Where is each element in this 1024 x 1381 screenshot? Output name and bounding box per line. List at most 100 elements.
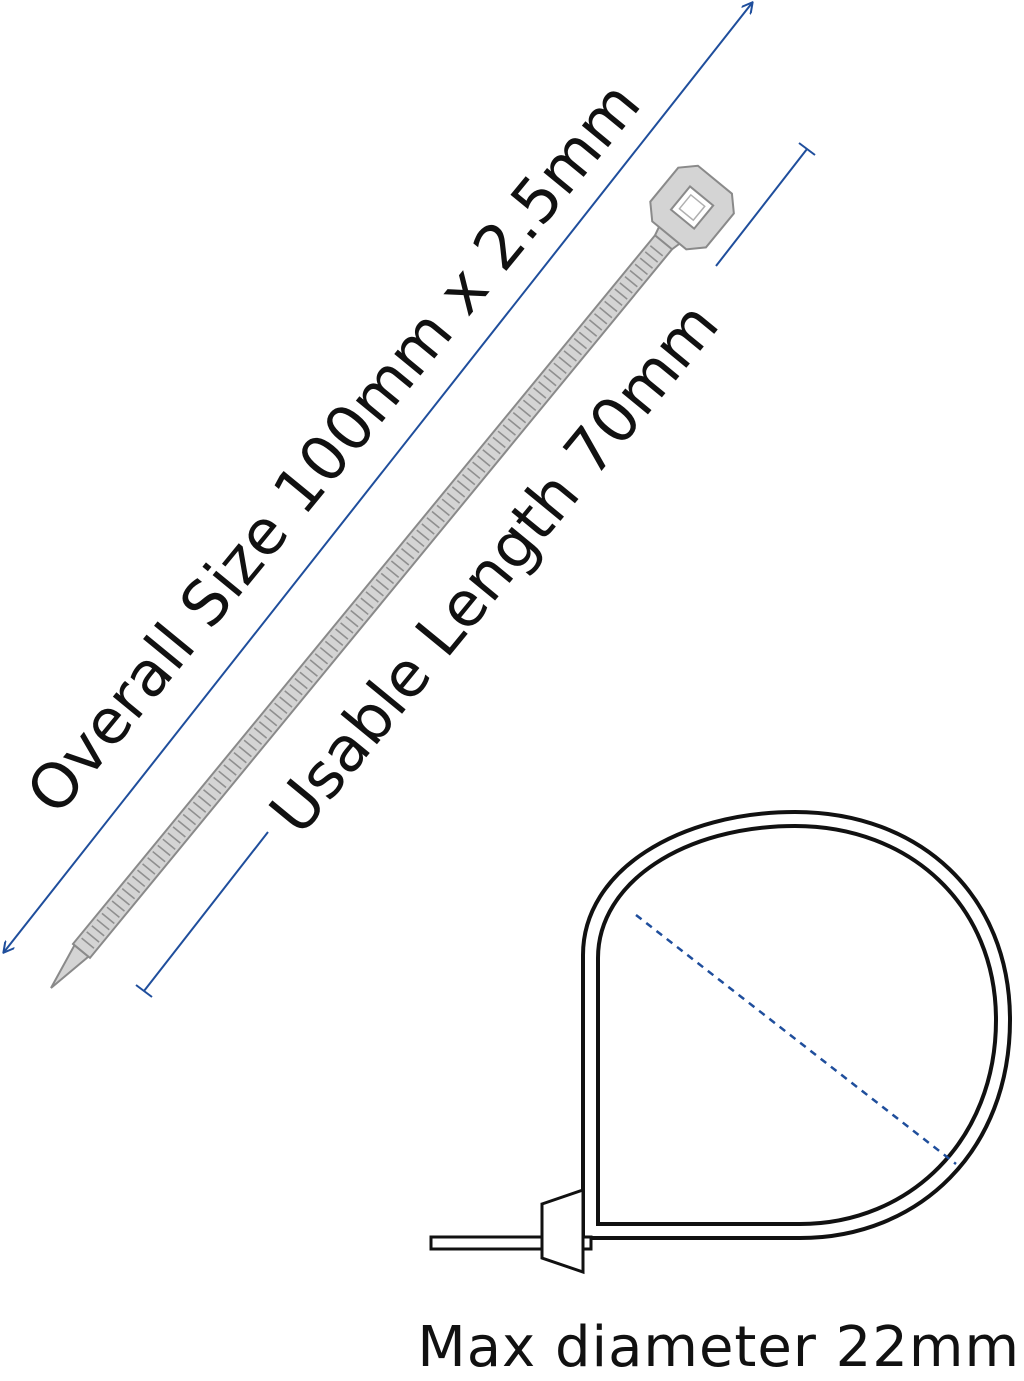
ridge: [96, 918, 110, 931]
ridge: [578, 331, 593, 344]
ridge: [385, 566, 400, 578]
ridge: [289, 684, 303, 696]
ridge: [482, 449, 496, 461]
ridge: [86, 931, 100, 943]
ridge: [441, 498, 456, 510]
ridge: [533, 387, 547, 399]
ridge: [299, 671, 313, 684]
ridge: [162, 838, 176, 850]
ridge: [233, 752, 247, 764]
ridge: [177, 820, 191, 832]
ridge: [558, 356, 572, 368]
ridge: [223, 764, 237, 776]
ridge: [451, 486, 466, 498]
ridge: [517, 405, 532, 418]
ridge: [619, 282, 633, 294]
ridge: [111, 900, 125, 912]
ridge: [406, 541, 420, 554]
ridge: [258, 721, 273, 733]
ridge: [563, 350, 577, 362]
ridge: [583, 325, 598, 337]
cable-tie-straight: [50, 164, 735, 989]
usable-length-end-tick-top: [798, 142, 816, 156]
ridge: [568, 344, 582, 356]
ridge: [228, 758, 242, 770]
ridge: [614, 288, 628, 300]
ridge: [375, 578, 390, 591]
ridge: [649, 245, 664, 257]
ridge: [208, 782, 222, 795]
ridge: [167, 832, 181, 844]
ridge: [345, 616, 359, 628]
ridge: [274, 702, 288, 714]
ridge: [350, 609, 364, 622]
ridge: [487, 442, 501, 455]
ridge: [136, 869, 151, 881]
cable-tie-loop-head: [540, 1187, 585, 1275]
max-diameter-label: Max diameter 22mm: [417, 1315, 1020, 1380]
ridge: [507, 418, 522, 430]
ridge: [543, 374, 557, 387]
ridge: [253, 727, 268, 739]
ridge: [624, 276, 638, 288]
ridge: [192, 801, 207, 813]
ridge: [604, 300, 618, 313]
ridge: [269, 708, 283, 721]
ridge: [461, 473, 476, 486]
ridge: [126, 881, 141, 894]
ridge: [152, 850, 166, 863]
usable-length-end-tick-bottom: [135, 984, 153, 998]
ridge: [588, 319, 603, 331]
ridge: [116, 894, 131, 906]
ridge: [548, 368, 562, 381]
ridge: [370, 585, 384, 597]
ridge: [172, 826, 186, 838]
ridge: [426, 517, 440, 529]
ridge: [411, 535, 425, 548]
ridge: [218, 770, 232, 782]
ridge: [467, 467, 481, 480]
ridge: [340, 622, 354, 634]
cable-tie-ridges: [81, 245, 664, 949]
ridge: [157, 844, 171, 857]
ridge: [644, 251, 659, 263]
cable-tie-head: [649, 164, 735, 251]
ridge: [294, 677, 308, 690]
overall-size-arrow: [4, 3, 752, 952]
ridge: [324, 640, 339, 653]
ridge: [101, 912, 115, 925]
ridge: [431, 510, 445, 523]
ridge: [639, 257, 654, 269]
ridge: [380, 572, 395, 585]
cable-tie-loop: [429, 809, 1013, 1275]
ridge: [243, 739, 257, 752]
ridge: [197, 795, 212, 807]
ridge: [634, 263, 648, 276]
cable-tie-tail: [50, 943, 90, 989]
ridge: [319, 646, 334, 659]
ridge: [314, 653, 329, 665]
ridge: [446, 492, 461, 504]
ridge: [502, 424, 516, 436]
ridge: [304, 665, 318, 677]
usable-length-dimension: [135, 142, 816, 998]
ridge: [497, 430, 511, 442]
ridge: [202, 789, 217, 801]
ridge: [553, 362, 567, 374]
ridge: [182, 813, 197, 826]
ridge: [81, 937, 95, 949]
ridge: [329, 634, 344, 646]
ridge: [284, 690, 298, 702]
ridge: [629, 269, 643, 282]
ridge: [477, 455, 491, 467]
ridge: [522, 399, 537, 412]
ridge: [131, 875, 146, 888]
ridge: [416, 529, 430, 541]
ridge: [436, 504, 450, 517]
ridge: [238, 745, 252, 758]
ridge: [512, 412, 527, 424]
ridge: [106, 906, 120, 918]
ridge: [360, 597, 374, 609]
usable-length-label: Usable Length 70mm: [255, 289, 732, 848]
